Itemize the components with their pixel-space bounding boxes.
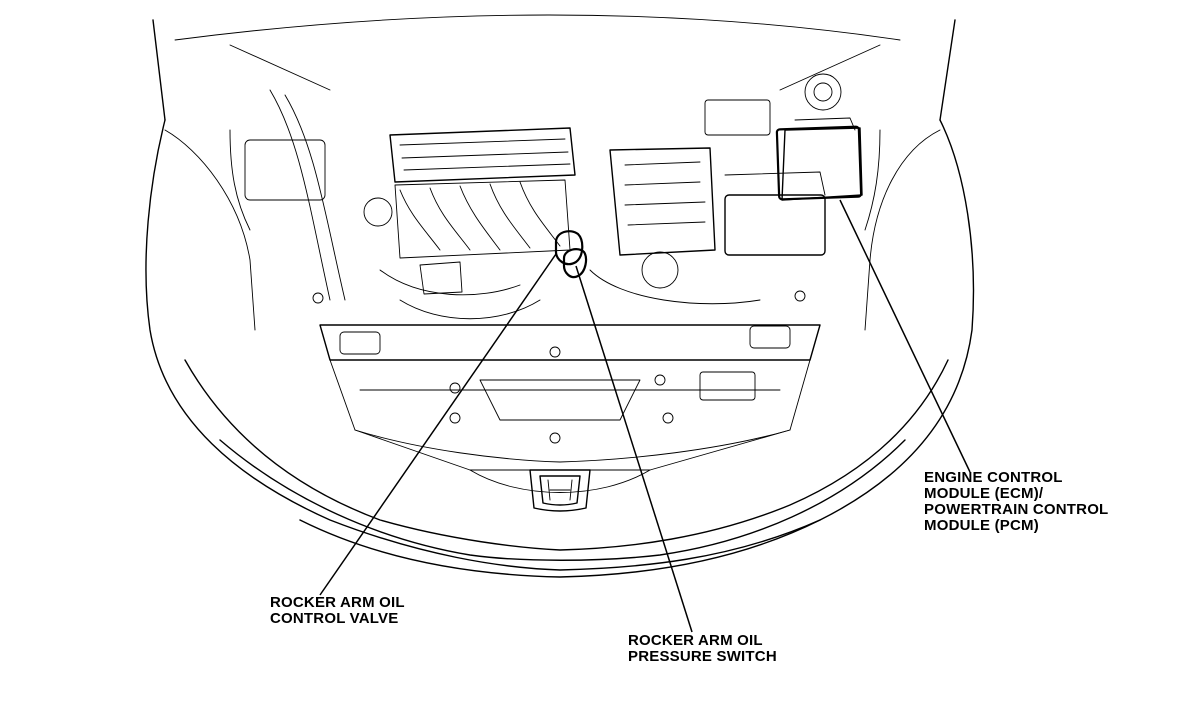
- front-grille: [319, 324, 821, 493]
- oil-control-valve-callout: ROCKER ARM OIL CONTROL VALVE: [270, 595, 405, 627]
- rocker-arm-oil-pressure-switch-outline: [562, 248, 588, 279]
- vehicle-body-outline: [145, 119, 975, 578]
- oil-pressure-switch-callout: ROCKER ARM OIL PRESSURE SWITCH: [628, 633, 777, 665]
- open-hood: [152, 14, 956, 121]
- ecm-pcm-callout: ENGINE CONTROL MODULE (ECM)/ POWERTRAIN …: [924, 470, 1108, 534]
- valve-callout-line-2: CONTROL VALVE: [270, 610, 399, 627]
- honda-h-emblem-icon: [529, 469, 591, 512]
- ecm-callout-line-4: MODULE (PCM): [924, 517, 1039, 534]
- engine-assembly: [229, 73, 881, 320]
- switch-callout-line-1: ROCKER ARM OIL: [628, 632, 763, 649]
- switch-leader-line: [575, 265, 693, 633]
- valve-leader-line: [319, 253, 557, 596]
- ecm-callout-line-2: MODULE (ECM)/: [924, 485, 1044, 502]
- switch-callout-line-2: PRESSURE SWITCH: [628, 648, 777, 665]
- valve-callout-line-1: ROCKER ARM OIL: [270, 594, 405, 611]
- ecm-callout-line-3: POWERTRAIN CONTROL: [924, 501, 1109, 518]
- ecm-leader-line: [839, 199, 971, 473]
- ecm-pcm-outline: [775, 125, 863, 201]
- ecm-callout-line-1: ENGINE CONTROL: [924, 469, 1063, 486]
